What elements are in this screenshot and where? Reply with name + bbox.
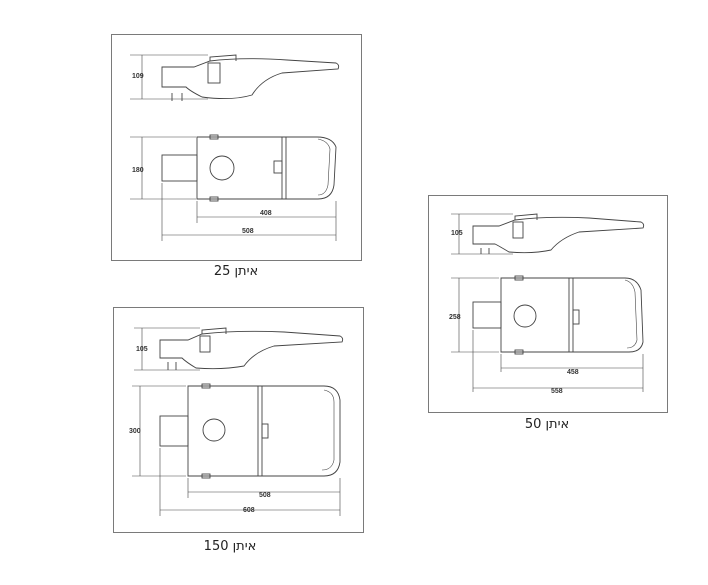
inner-length-dimension: 508: [259, 492, 271, 499]
total-length-dimension: 508: [242, 228, 254, 235]
caption-eitan-150: איתן 150: [203, 539, 257, 554]
luminaire-drawing: 109 180 408 508: [130, 54, 340, 241]
width-dimension: 258: [449, 314, 461, 321]
width-dimension: 300: [129, 428, 141, 435]
caption-eitan-25: איתן 25: [213, 264, 259, 279]
drawing-eitan-150: 105 300 508 608: [113, 307, 364, 533]
width-dimension: 180: [132, 167, 144, 174]
luminaire-drawing: 105 300 508 608: [129, 327, 344, 516]
top-view-housing: [196, 136, 337, 200]
top-view-housing: [500, 277, 644, 353]
side-view-housing: [159, 330, 344, 370]
inner-length-dimension: 408: [260, 210, 272, 217]
luminaire-drawing: 105 258 458 558: [449, 213, 645, 395]
side-view-housing: [472, 216, 645, 254]
inner-length-dimension: 458: [567, 369, 579, 376]
side-view-housing: [161, 58, 340, 100]
top-view-housing: [187, 385, 341, 477]
drawing-eitan-25: 109 180 408 508: [111, 34, 362, 261]
total-length-dimension: 608: [243, 507, 255, 514]
height-dimension: 105: [136, 346, 148, 353]
total-length-dimension: 558: [551, 388, 563, 395]
height-dimension: 105: [451, 230, 463, 237]
height-dimension: 109: [132, 73, 144, 80]
drawing-eitan-50: 105 258 458 558: [428, 195, 668, 413]
caption-eitan-50: איתן 50: [524, 417, 570, 432]
